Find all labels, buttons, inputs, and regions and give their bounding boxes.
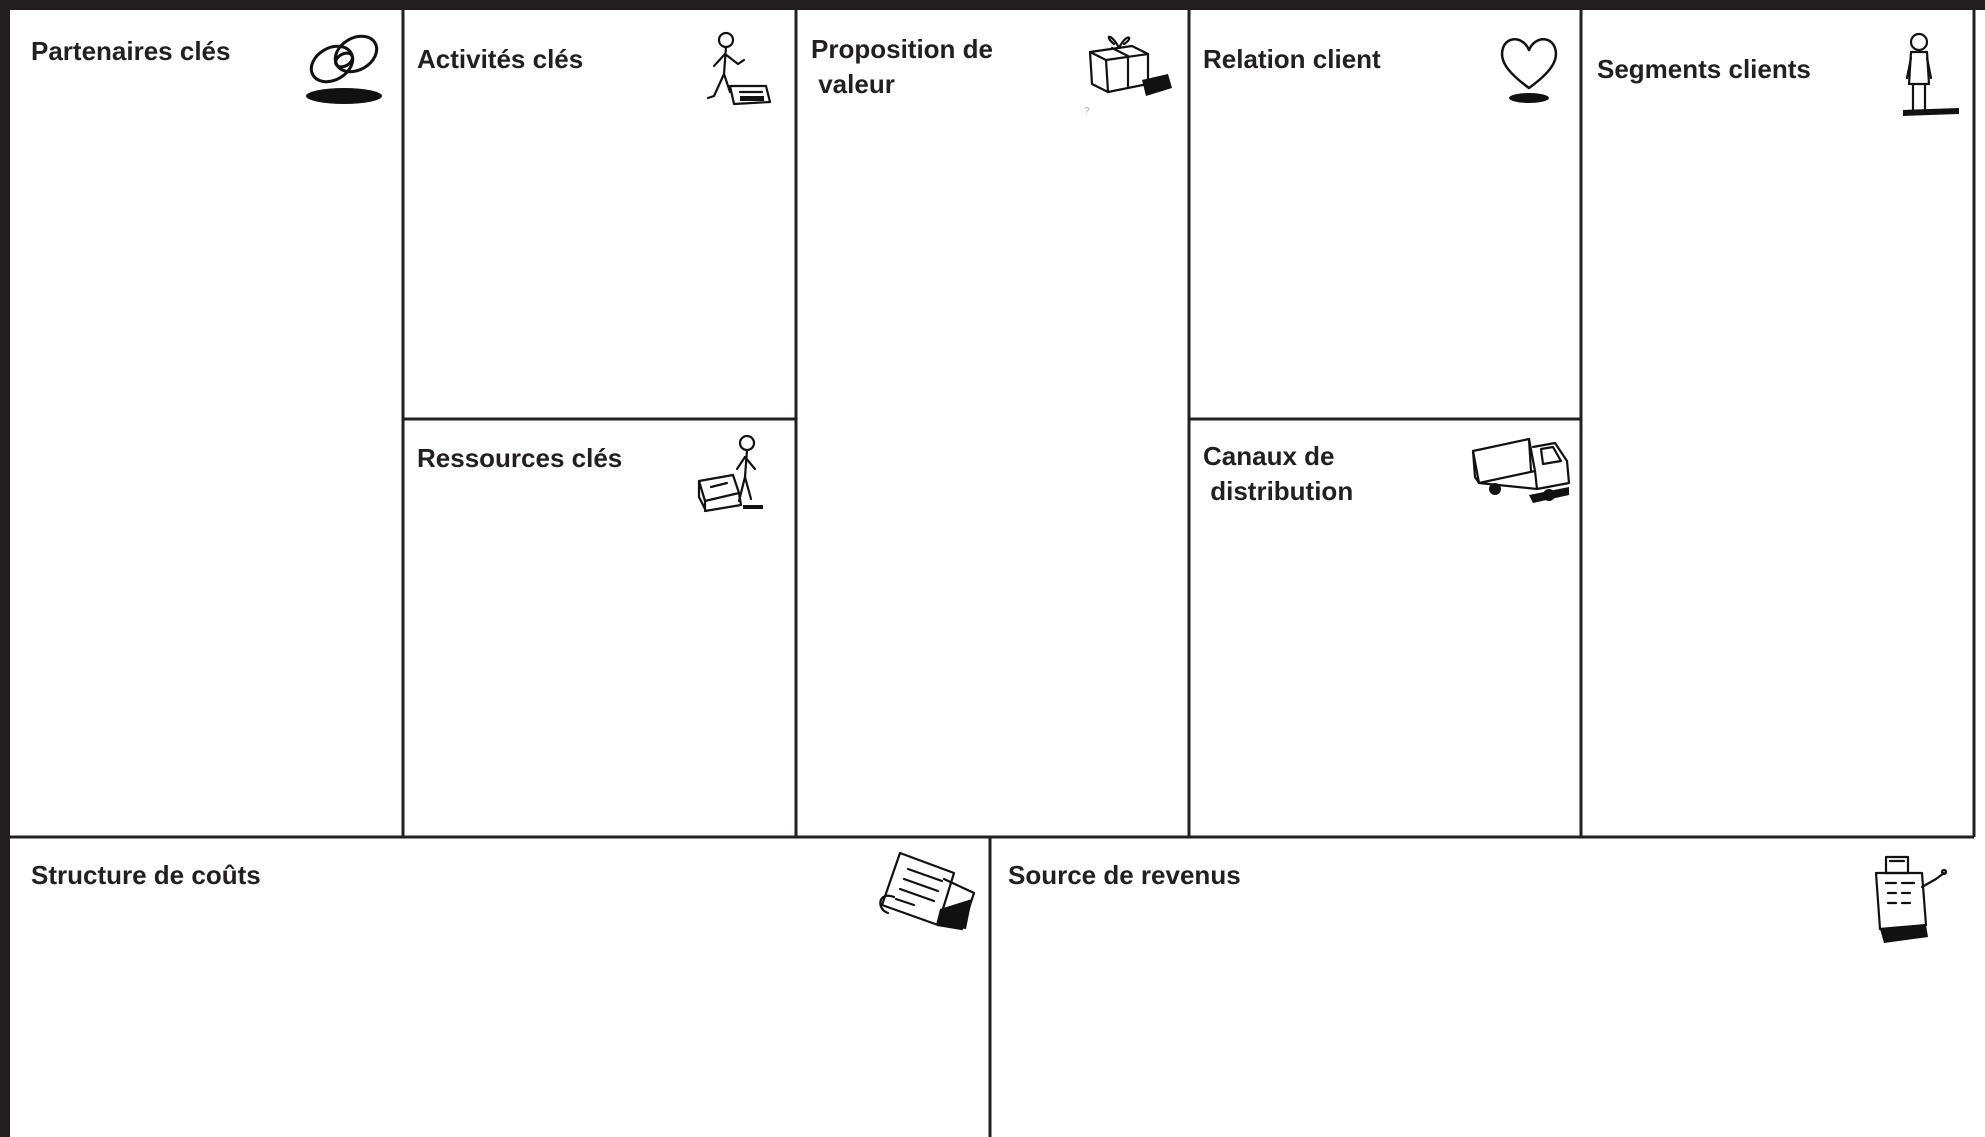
channels-title: Canaux de distribution bbox=[1203, 441, 1354, 506]
key-activities-title: Activités clés bbox=[417, 44, 584, 74]
person-with-crates-icon bbox=[693, 431, 773, 521]
cash-register-icon bbox=[1866, 853, 1948, 945]
key-partners-block: Partenaires clés bbox=[10, 10, 403, 837]
customer-relationships-block: Relation client bbox=[1189, 10, 1581, 419]
heart-icon bbox=[1497, 32, 1561, 108]
key-resources-block: Ressources clés bbox=[403, 419, 796, 837]
customer-relationships-title: Relation client bbox=[1203, 44, 1381, 74]
value-proposition-title: Proposition de valeur bbox=[811, 34, 993, 99]
value-proposition-note: ? bbox=[1084, 106, 1090, 117]
channels-block: Canaux de distribution bbox=[1189, 419, 1581, 837]
standing-person-icon bbox=[1897, 30, 1963, 122]
revenue-streams-block: Source de revenus bbox=[990, 837, 1974, 1137]
cost-structure-title: Structure de coûts bbox=[31, 860, 261, 890]
customer-segments-title: Segments clients bbox=[1597, 54, 1811, 84]
key-partners-title: Partenaires clés bbox=[31, 36, 231, 66]
key-resources-title: Ressources clés bbox=[417, 443, 623, 473]
worker-icon bbox=[700, 30, 772, 114]
price-tag-icon bbox=[874, 849, 978, 935]
chain-links-icon bbox=[298, 26, 390, 106]
value-proposition-block: Proposition de valeur ? bbox=[796, 10, 1189, 837]
delivery-truck-icon bbox=[1469, 431, 1573, 511]
key-activities-block: Activités clés bbox=[403, 10, 796, 419]
gift-box-icon bbox=[1084, 26, 1174, 114]
customer-segments-block: Segments clients bbox=[1581, 10, 1974, 837]
cost-structure-block: Structure de coûts bbox=[10, 837, 990, 1137]
revenue-streams-title: Source de revenus bbox=[1008, 860, 1241, 890]
